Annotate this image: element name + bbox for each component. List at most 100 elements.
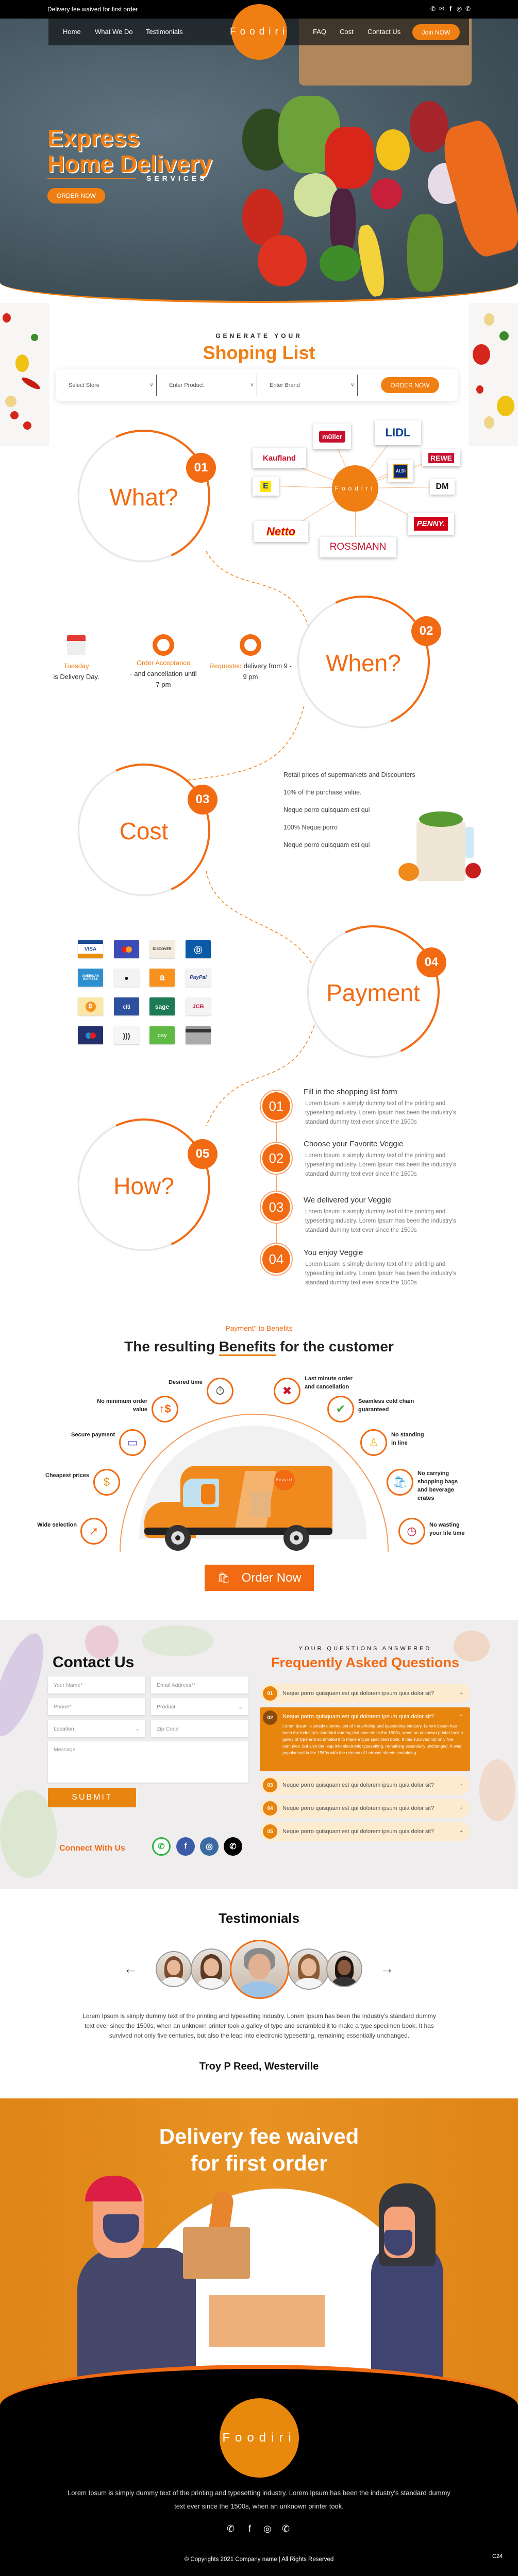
when-item-text: - and cancellation until 7 pm (130, 670, 197, 688)
faq-item-expanded[interactable]: 02 Neque porro quisquam est qui dolorem … (260, 1707, 470, 1771)
phone-icon[interactable]: ✆ (282, 2523, 290, 2534)
faq-title: Frequently Asked Questions (271, 1655, 460, 1670)
nav-testimonials[interactable]: Testimonials (146, 28, 183, 36)
nav-home[interactable]: Home (63, 28, 81, 36)
whatsapp-icon[interactable]: ✆ (465, 5, 471, 12)
step-badge: 03 (261, 1192, 292, 1223)
avatar-active[interactable] (230, 1940, 289, 1999)
testimonial-quote: Lorem Ipsum is simply dummy text of the … (82, 2012, 436, 2039)
mail-icon[interactable]: ✉ (439, 5, 445, 12)
paypal-icon: PayPal (186, 969, 211, 987)
submit-button[interactable]: SUBMIT (48, 1788, 136, 1807)
faq-number-badge: 02 (263, 1710, 277, 1725)
zip-code-input[interactable] (151, 1720, 248, 1737)
connect-with-us-label: Connect With Us (59, 1844, 125, 1853)
benefits-title-text: The resulting (124, 1338, 219, 1354)
select-store-dropdown[interactable]: Select Store˅ (69, 379, 156, 392)
nav-faq[interactable]: FAQ (313, 28, 327, 36)
grocery-bag-illustration (183, 2227, 250, 2279)
clock-icon (153, 634, 174, 656)
shopping-bags-icon: 🛍 (387, 1469, 413, 1496)
faq-number-badge: 05 (263, 1824, 277, 1839)
benefits-title-highlight: Benefits (219, 1338, 276, 1356)
next-arrow-icon[interactable]: → (380, 1961, 394, 1976)
promo-text: Delivery fee waived for first order (47, 6, 138, 13)
apple-pay-icon: ● (114, 969, 139, 987)
chevron-down-icon: ˅ (149, 382, 153, 388)
phone-icon[interactable]: ✆ (430, 5, 436, 12)
contactless-icon: ))) (114, 1026, 139, 1044)
plus-icon: + (459, 1805, 463, 1811)
phone-input[interactable] (48, 1698, 145, 1715)
avatar[interactable] (191, 1948, 232, 1990)
maestro-icon (78, 1026, 103, 1044)
brand-edeka: E (260, 480, 271, 492)
nav-contact-us[interactable]: Contact Us (367, 28, 401, 36)
enter-brand-dropdown[interactable]: Enter Brand˅ (270, 379, 357, 392)
payment-title: Payment (326, 979, 420, 1006)
hero-order-now-button[interactable]: ORDER NOW (47, 188, 105, 204)
benefits-order-now-button[interactable]: 🛍Order Now (205, 1565, 314, 1591)
american-express-icon: AMERICAN EXPRESS (78, 969, 103, 987)
avatar[interactable] (288, 1948, 329, 1990)
cost-line: 100% Neque porro (283, 824, 338, 831)
promo-line1: Delivery fee waived (159, 2124, 359, 2148)
standing-person-icon: ♙ (360, 1429, 387, 1456)
hero-title-line2: Home Delivery (47, 150, 212, 177)
faq-number-badge: 04 (263, 1801, 277, 1816)
benefits-arc (120, 1414, 389, 1552)
grocery-box-illustration (209, 2295, 325, 2347)
footer-logo[interactable]: Foodiri (220, 2398, 299, 2478)
chevron-down-icon: ˅ (250, 382, 254, 388)
brand-rewe: REWE (428, 452, 454, 463)
shopping-bag-icon: 🛍 (217, 1572, 230, 1584)
avatar[interactable] (156, 1951, 192, 1987)
join-now-button[interactable]: Join NOW (412, 24, 460, 40)
email-input[interactable] (151, 1676, 248, 1693)
facebook-icon[interactable]: f (449, 5, 452, 12)
instagram-icon[interactable]: ◎ (263, 2523, 272, 2534)
faq-number-badge: 01 (263, 1686, 277, 1701)
delivery-van-illustration: Foodiri (144, 1466, 332, 1551)
facebook-icon[interactable]: f (248, 2523, 252, 2534)
name-input[interactable] (48, 1676, 145, 1693)
prev-arrow-icon[interactable]: ← (124, 1961, 137, 1976)
enter-product-dropdown[interactable]: Enter Product˅ (169, 379, 257, 392)
whatsapp-icon[interactable]: ✆ (152, 1837, 171, 1856)
message-textarea[interactable] (48, 1741, 248, 1783)
facebook-icon[interactable]: f (176, 1837, 195, 1856)
phone-icon[interactable]: ✆ (224, 1837, 242, 1856)
brand-kaufland: Kaufland (253, 448, 306, 468)
benefit-label: Seamless cold chain guaranteed (358, 1398, 414, 1413)
instagram-icon[interactable]: ◎ (200, 1837, 219, 1856)
cost-line: 10% of the purchase value. (283, 789, 362, 796)
step-badge: 01 (261, 1091, 292, 1122)
product-select[interactable]: Product⌄ (151, 1698, 248, 1715)
logo[interactable]: Foodiri (230, 4, 287, 60)
faq-question: Neque porro quisquam est qui dolorem ips… (282, 1782, 435, 1788)
nav-what-we-do[interactable]: What We Do (95, 28, 133, 36)
divider (357, 375, 358, 396)
footer-code: C24 (492, 2553, 503, 2560)
cost-circle: Cost (78, 764, 210, 896)
whatsapp-icon[interactable]: ✆ (227, 2523, 235, 2534)
benefit-label: Wide selection (37, 1522, 77, 1528)
shopping-order-now-button[interactable]: ORDER NOW (381, 377, 439, 393)
step-description: Lorem Ipsum is simply dummy text of the … (305, 1100, 456, 1125)
benefits-title-text: for the customer (276, 1338, 394, 1354)
instagram-icon[interactable]: ◎ (456, 5, 462, 12)
what-title: What? (109, 484, 178, 511)
when-item-requested-delivery: Requested delivery from 9 - 9 pm (209, 660, 292, 682)
avatar[interactable] (326, 1951, 362, 1987)
when-item-highlight: Tuesday (63, 662, 89, 670)
brand-muller: müller (319, 430, 345, 443)
location-select[interactable]: Location⌄ (48, 1720, 145, 1737)
how-title: How? (113, 1173, 174, 1199)
nav-cost[interactable]: Cost (340, 28, 354, 36)
cancel-x-icon: ✖ (274, 1378, 300, 1404)
